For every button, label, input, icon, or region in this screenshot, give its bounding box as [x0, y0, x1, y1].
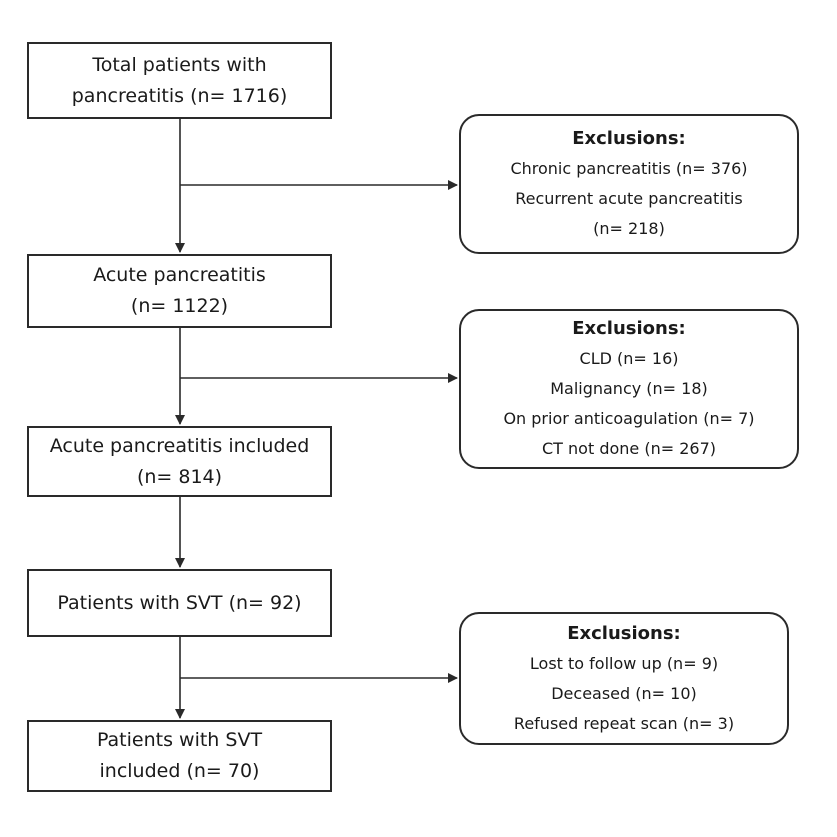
box-text-line: (n= 814) [136, 465, 223, 488]
acute-pancreatitis-included-box: Acute pancreatitis included (n= 814) [27, 426, 332, 497]
exclusions-box-3: Exclusions: Lost to follow up (n= 9) Dec… [459, 612, 789, 745]
exclusion-item: Deceased (n= 10) [551, 683, 697, 703]
exclusion-item: On prior anticoagulation (n= 7) [503, 409, 755, 428]
acute-pancreatitis-box: Acute pancreatitis (n= 1122) [27, 254, 332, 328]
box-text-line: Patients with SVT (n= 92) [57, 591, 302, 614]
exclusions-title: Exclusions: [572, 128, 686, 149]
box-text-line: Total patients with [92, 53, 267, 76]
exclusion-item: CT not done (n= 267) [542, 439, 716, 458]
exclusion-item: Lost to follow up (n= 9) [529, 653, 719, 673]
exclusions-title: Exclusions: [572, 318, 686, 339]
exclusion-item: Malignancy (n= 18) [550, 379, 708, 398]
exclusions-box-2: Exclusions: CLD (n= 16) Malignancy (n= 1… [459, 309, 799, 469]
box-text-line: Acute pancreatitis included [49, 434, 310, 457]
box-text-line: included (n= 70) [99, 760, 260, 782]
exclusion-item: Refused repeat scan (n= 3) [513, 713, 735, 733]
patients-with-svt-included-box: Patients with SVT included (n= 70) [27, 720, 332, 792]
box-text-line: Acute pancreatitis [93, 264, 266, 286]
exclusion-item: (n= 218) [593, 219, 665, 238]
exclusions-box-1: Exclusions: Chronic pancreatitis (n= 376… [459, 114, 799, 254]
exclusion-item: Recurrent acute pancreatitis [515, 189, 743, 208]
exclusions-title: Exclusions: [567, 622, 681, 644]
patients-with-svt-box: Patients with SVT (n= 92) [27, 569, 332, 637]
box-text-line: Patients with SVT [96, 729, 263, 751]
exclusion-item: Chronic pancreatitis (n= 376) [510, 159, 748, 178]
box-text-line: pancreatitis (n= 1716) [71, 84, 288, 107]
box-text-line: (n= 1122) [130, 295, 229, 317]
total-patients-box: Total patients with pancreatitis (n= 171… [27, 42, 332, 119]
exclusion-item: CLD (n= 16) [579, 349, 679, 368]
